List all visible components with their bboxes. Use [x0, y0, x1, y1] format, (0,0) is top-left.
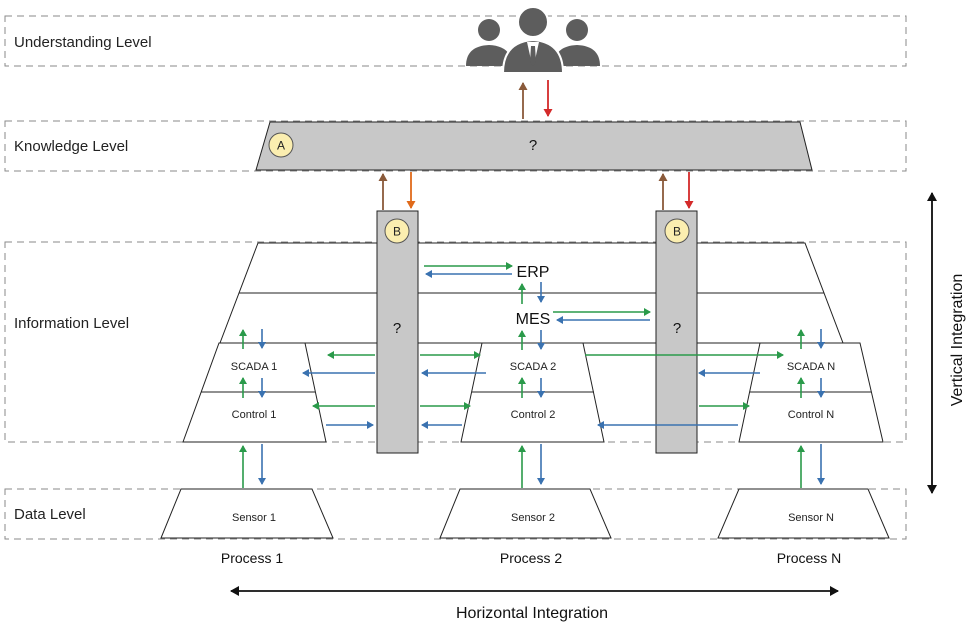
knowledge-bar: [255, 121, 813, 171]
sensor-2-box: [439, 488, 612, 539]
middleware-column-1: [376, 210, 419, 454]
sensor-n-box: [717, 488, 890, 539]
process-2-pyramid: [460, 342, 605, 443]
scada-2-label: SCADA 2: [510, 361, 556, 373]
badge-b-2: [664, 218, 690, 244]
badge-b-2-label: B: [673, 225, 681, 239]
sensor-1-box: [160, 488, 334, 539]
process-1-pyramid: [182, 342, 327, 443]
business-people-icon: [466, 6, 600, 74]
process-1-label: Process 1: [221, 550, 283, 566]
vertical-integration-label: Vertical Integration: [949, 274, 966, 407]
badge-a-label: A: [277, 139, 285, 153]
information-level-band: [4, 241, 907, 443]
process-n-pyramid: [738, 342, 884, 443]
data-level-band: [4, 488, 907, 540]
badge-b-1-label: B: [393, 225, 401, 239]
understanding-level-band: [4, 15, 907, 67]
understanding-level-label: Understanding Level: [14, 34, 152, 51]
sensor-2-label: Sensor 2: [511, 512, 555, 524]
scada-n-label: SCADA N: [787, 361, 835, 373]
scada-1-label: SCADA 1: [231, 361, 277, 373]
erp-label: ERP: [517, 264, 550, 281]
sensor-1-label: Sensor 1: [232, 512, 276, 524]
middleware-2-label: ?: [673, 320, 681, 337]
control-n-label: Control N: [788, 409, 835, 421]
badge-b-1: [384, 218, 410, 244]
process-2-label: Process 2: [500, 550, 562, 566]
middleware-1-label: ?: [393, 320, 401, 337]
middleware-column-2: [655, 210, 698, 454]
knowledge-level-band: [4, 120, 907, 172]
horizontal-flow-arrows: [302, 262, 784, 429]
mes-label: MES: [516, 311, 551, 328]
knowledge-bar-label: ?: [529, 137, 537, 154]
control-1-label: Control 1: [232, 409, 277, 421]
sensor-n-label: Sensor N: [788, 512, 834, 524]
badge-a: [268, 132, 294, 158]
knowledge-level-label: Knowledge Level: [14, 138, 128, 155]
control-2-label: Control 2: [511, 409, 556, 421]
process-n-label: Process N: [777, 550, 842, 566]
information-level-label: Information Level: [14, 315, 129, 332]
vertical-flow-arrows: [239, 282, 825, 488]
horizontal-integration-label: Horizontal Integration: [456, 605, 608, 622]
data-level-label: Data Level: [14, 506, 86, 523]
